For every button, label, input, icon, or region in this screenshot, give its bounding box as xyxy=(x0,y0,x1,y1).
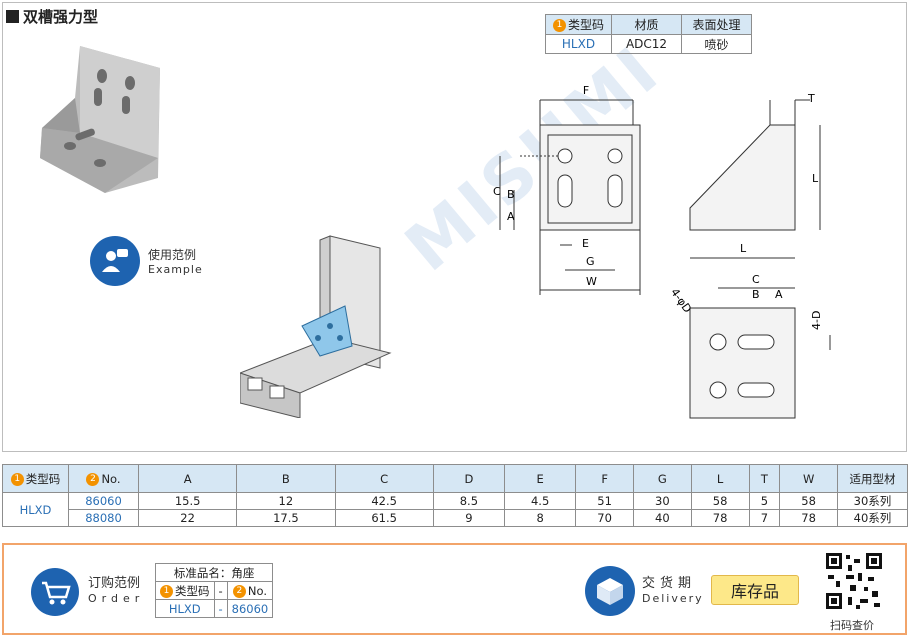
person-chat-icon xyxy=(90,236,140,286)
order-title: 订购范例 xyxy=(88,576,141,591)
usage-example: 使用范例 Example xyxy=(90,236,203,286)
badge-icon: 1 xyxy=(160,584,173,598)
qr-label: 扫码查价 xyxy=(830,619,874,632)
dim-c-label: C xyxy=(493,185,501,198)
table-row: 88080 22 17.5 61.5 9 8 70 40 78 7 78 40系… xyxy=(3,509,908,527)
badge-icon: 2 xyxy=(86,472,100,486)
product-photo xyxy=(40,46,160,193)
dim-c-top-label: C xyxy=(752,273,760,286)
qr-code-icon[interactable] xyxy=(824,551,884,611)
badge-icon: 1 xyxy=(552,19,566,32)
dim-b-top-label: B xyxy=(752,288,760,301)
dim-a-label: A xyxy=(507,210,515,223)
dim-w-label: W xyxy=(586,275,597,288)
dim-t-label: T xyxy=(807,92,815,105)
delivery-box-icon xyxy=(584,565,636,621)
dim-a-top-label: A xyxy=(775,288,783,301)
dim-e-label: E xyxy=(582,237,589,250)
dim-f-label: F xyxy=(583,84,589,97)
dim-l-bottom-label: L xyxy=(740,242,747,255)
dim-l-side-label: L xyxy=(812,172,819,185)
dim-b-label: B xyxy=(507,188,515,201)
title-square-icon xyxy=(6,10,19,23)
badge-icon: 1 xyxy=(10,472,24,486)
cart-icon xyxy=(30,567,80,621)
order-subtitle: Order xyxy=(88,592,145,605)
badge-icon: 2 xyxy=(232,584,246,598)
assembly-example-drawing xyxy=(240,235,392,418)
technical-drawing: F C B A E G W T L L C B A 4-φD 4-D xyxy=(493,84,831,419)
delivery-subtitle: Delivery xyxy=(642,592,704,605)
dim-4d-label: 4-D xyxy=(810,311,823,330)
page-title: 双槽强力型 xyxy=(6,6,98,27)
stock-status-badge: 库存品 xyxy=(711,575,799,605)
dim-g-label: G xyxy=(586,255,595,268)
table-row: HLXD 86060 15.5 12 42.5 8.5 4.5 51 30 58… xyxy=(2,492,908,527)
delivery-title: 交货期 xyxy=(642,576,697,591)
